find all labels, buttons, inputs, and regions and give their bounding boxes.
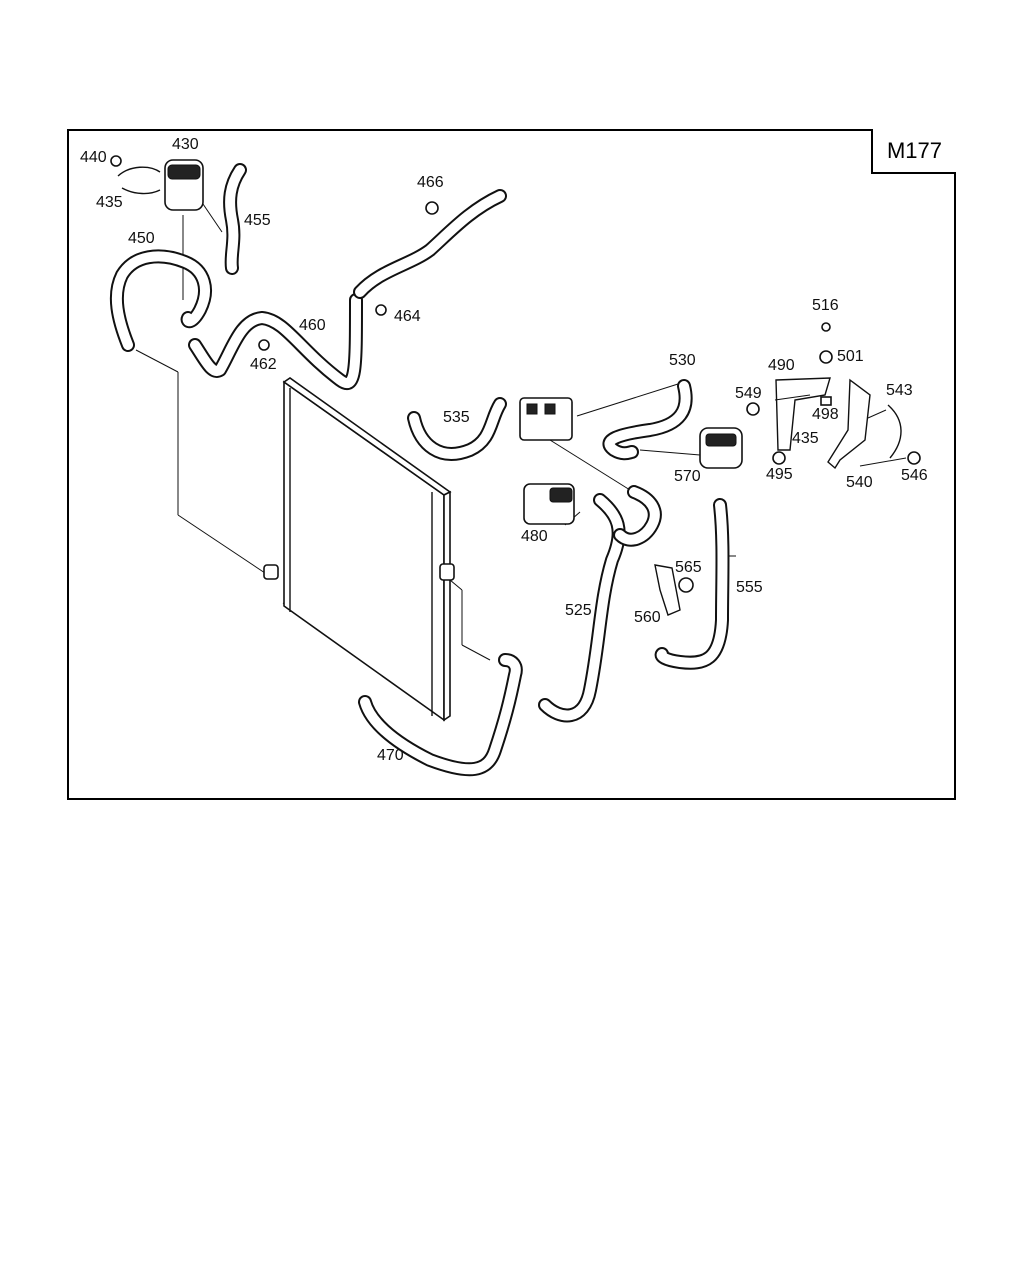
part-label-546: 546 bbox=[901, 467, 928, 484]
hoses bbox=[109, 163, 730, 777]
bolt-501 bbox=[819, 350, 833, 364]
part-label-525: 525 bbox=[565, 602, 592, 619]
bracket-490 bbox=[775, 377, 831, 451]
bolt-549 bbox=[746, 402, 760, 416]
clamp-435 bbox=[117, 166, 161, 195]
part-label-435-b: 435 bbox=[792, 430, 819, 447]
part-label-560: 560 bbox=[634, 609, 661, 626]
fastener-464 bbox=[375, 304, 387, 316]
nut-498 bbox=[820, 396, 832, 406]
bolt-462 bbox=[258, 339, 270, 351]
part-label-480: 480 bbox=[521, 528, 548, 545]
part-label-440: 440 bbox=[80, 149, 107, 166]
part-label-470: 470 bbox=[377, 747, 404, 764]
fastener-440 bbox=[110, 155, 122, 167]
part-label-498: 498 bbox=[812, 406, 839, 423]
part-label-455: 455 bbox=[244, 212, 271, 229]
nut-565 bbox=[678, 577, 694, 593]
part-label-501: 501 bbox=[837, 348, 864, 365]
part-label-530: 530 bbox=[669, 352, 696, 369]
part-label-516: 516 bbox=[812, 297, 839, 314]
bolt-516 bbox=[821, 322, 831, 332]
part-label-543: 543 bbox=[886, 382, 913, 399]
part-label-462: 462 bbox=[250, 356, 277, 373]
grommet-546 bbox=[907, 451, 921, 465]
model-code-box: M177 bbox=[871, 129, 956, 174]
model-code: M177 bbox=[886, 137, 943, 163]
part-label-570: 570 bbox=[674, 468, 701, 485]
nut-495 bbox=[772, 451, 786, 465]
part-label-490: 490 bbox=[768, 357, 795, 374]
leader-lines bbox=[135, 203, 907, 709]
part-label-430: 430 bbox=[172, 136, 199, 153]
fastener-466 bbox=[425, 201, 439, 215]
part-label-435-a: 435 bbox=[96, 194, 123, 211]
part-label-540: 540 bbox=[846, 474, 873, 491]
part-label-450: 450 bbox=[128, 230, 155, 247]
part-label-464: 464 bbox=[394, 308, 421, 325]
part-label-535: 535 bbox=[443, 409, 470, 426]
components bbox=[110, 155, 921, 616]
part-label-466: 466 bbox=[417, 174, 444, 191]
part-label-565: 565 bbox=[675, 559, 702, 576]
bracket-560 bbox=[654, 564, 681, 616]
part-label-555: 555 bbox=[736, 579, 763, 596]
strap-543 bbox=[887, 404, 902, 459]
part-label-460: 460 bbox=[299, 317, 326, 334]
part-label-495: 495 bbox=[766, 466, 793, 483]
bracket-540 bbox=[827, 378, 871, 470]
part-label-549: 549 bbox=[735, 385, 762, 402]
radiator bbox=[263, 377, 455, 722]
